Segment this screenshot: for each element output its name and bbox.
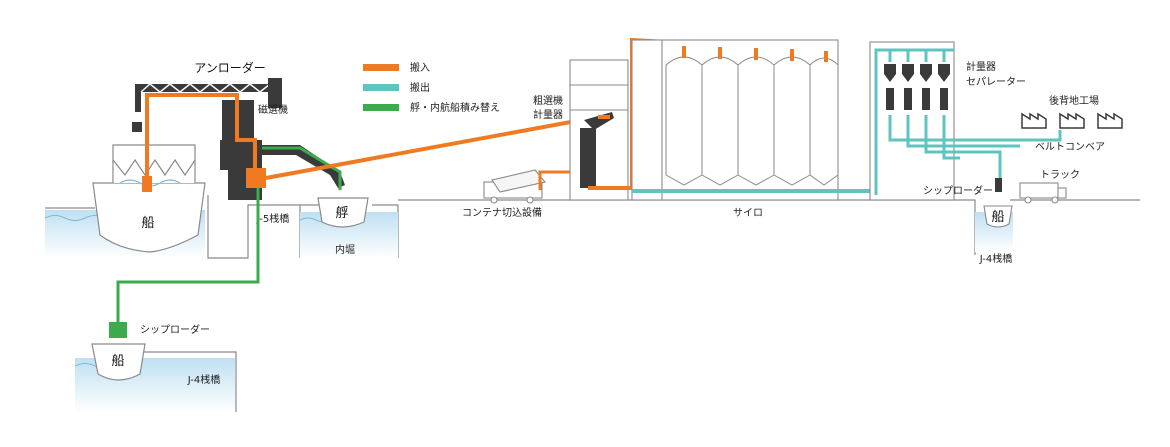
pier-j5-label: J-5桟橋 [256, 212, 290, 225]
truck-label: トラック [1040, 169, 1080, 181]
container-label: コンテナ切込設備 [462, 206, 542, 219]
ship-loader-right-label: シップローダー [923, 184, 993, 197]
magnet-label: 磁選機 [258, 103, 288, 116]
transfer-line-lower [116, 188, 260, 328]
unloader-label: アンローダー [194, 60, 266, 75]
pier-j4-right-label: J-4桟橋 [979, 252, 1013, 265]
scale-label-1: 計量器 [966, 60, 996, 73]
factory-icons [1021, 112, 1123, 129]
lower-ship [91, 343, 146, 381]
import-line-crane [145, 93, 257, 185]
legend-import-label: 搬入 [410, 61, 430, 74]
transfer-line-barge [262, 146, 342, 190]
legend-export-label: 搬出 [410, 81, 430, 94]
lower-ship-label: 船 [111, 354, 124, 369]
truck-icon [1019, 182, 1067, 204]
hopper [246, 168, 266, 188]
legend-import-swatch [363, 64, 399, 71]
right-ship [983, 205, 1013, 228]
import-conveyor [265, 115, 599, 180]
legend-transfer-swatch [363, 104, 399, 111]
ship-loader-right [995, 178, 1002, 192]
legend-transfer-label: 艀・内航船積み替え [410, 101, 500, 114]
conveyor-label: ベルトコンベア [1035, 141, 1105, 153]
legend: 搬入 搬出 艀・内航船積み替え [363, 61, 500, 114]
sorter-label-1: 粗選機 [533, 94, 563, 107]
legend-export-swatch [363, 84, 399, 91]
scale-hoppers [884, 64, 950, 110]
barge [317, 197, 369, 228]
silo-label: サイロ [733, 207, 763, 219]
silo-tanks [665, 56, 839, 186]
container-truck [483, 169, 547, 204]
pier-j4-left-label: J-4桟橋 [187, 373, 221, 386]
silo-feed-chutes [682, 46, 828, 62]
sorter-building [569, 59, 629, 201]
right-ship-label: 船 [991, 210, 1004, 225]
factory-label: 後背地工場 [1049, 94, 1099, 107]
barge-label: 艀 [335, 206, 348, 221]
main-ship-label: 船 [141, 216, 154, 231]
scale-label-2: セパレーター [966, 76, 1026, 88]
ship-loader-left [109, 322, 127, 338]
scale-export-lines [874, 48, 1062, 195]
sorter-label-2: 計量器 [533, 108, 563, 121]
inner-moat-label: 内堀 [335, 243, 355, 256]
grab-bucket [142, 176, 152, 192]
ship-loader-left-label: シップローダー [140, 323, 210, 336]
